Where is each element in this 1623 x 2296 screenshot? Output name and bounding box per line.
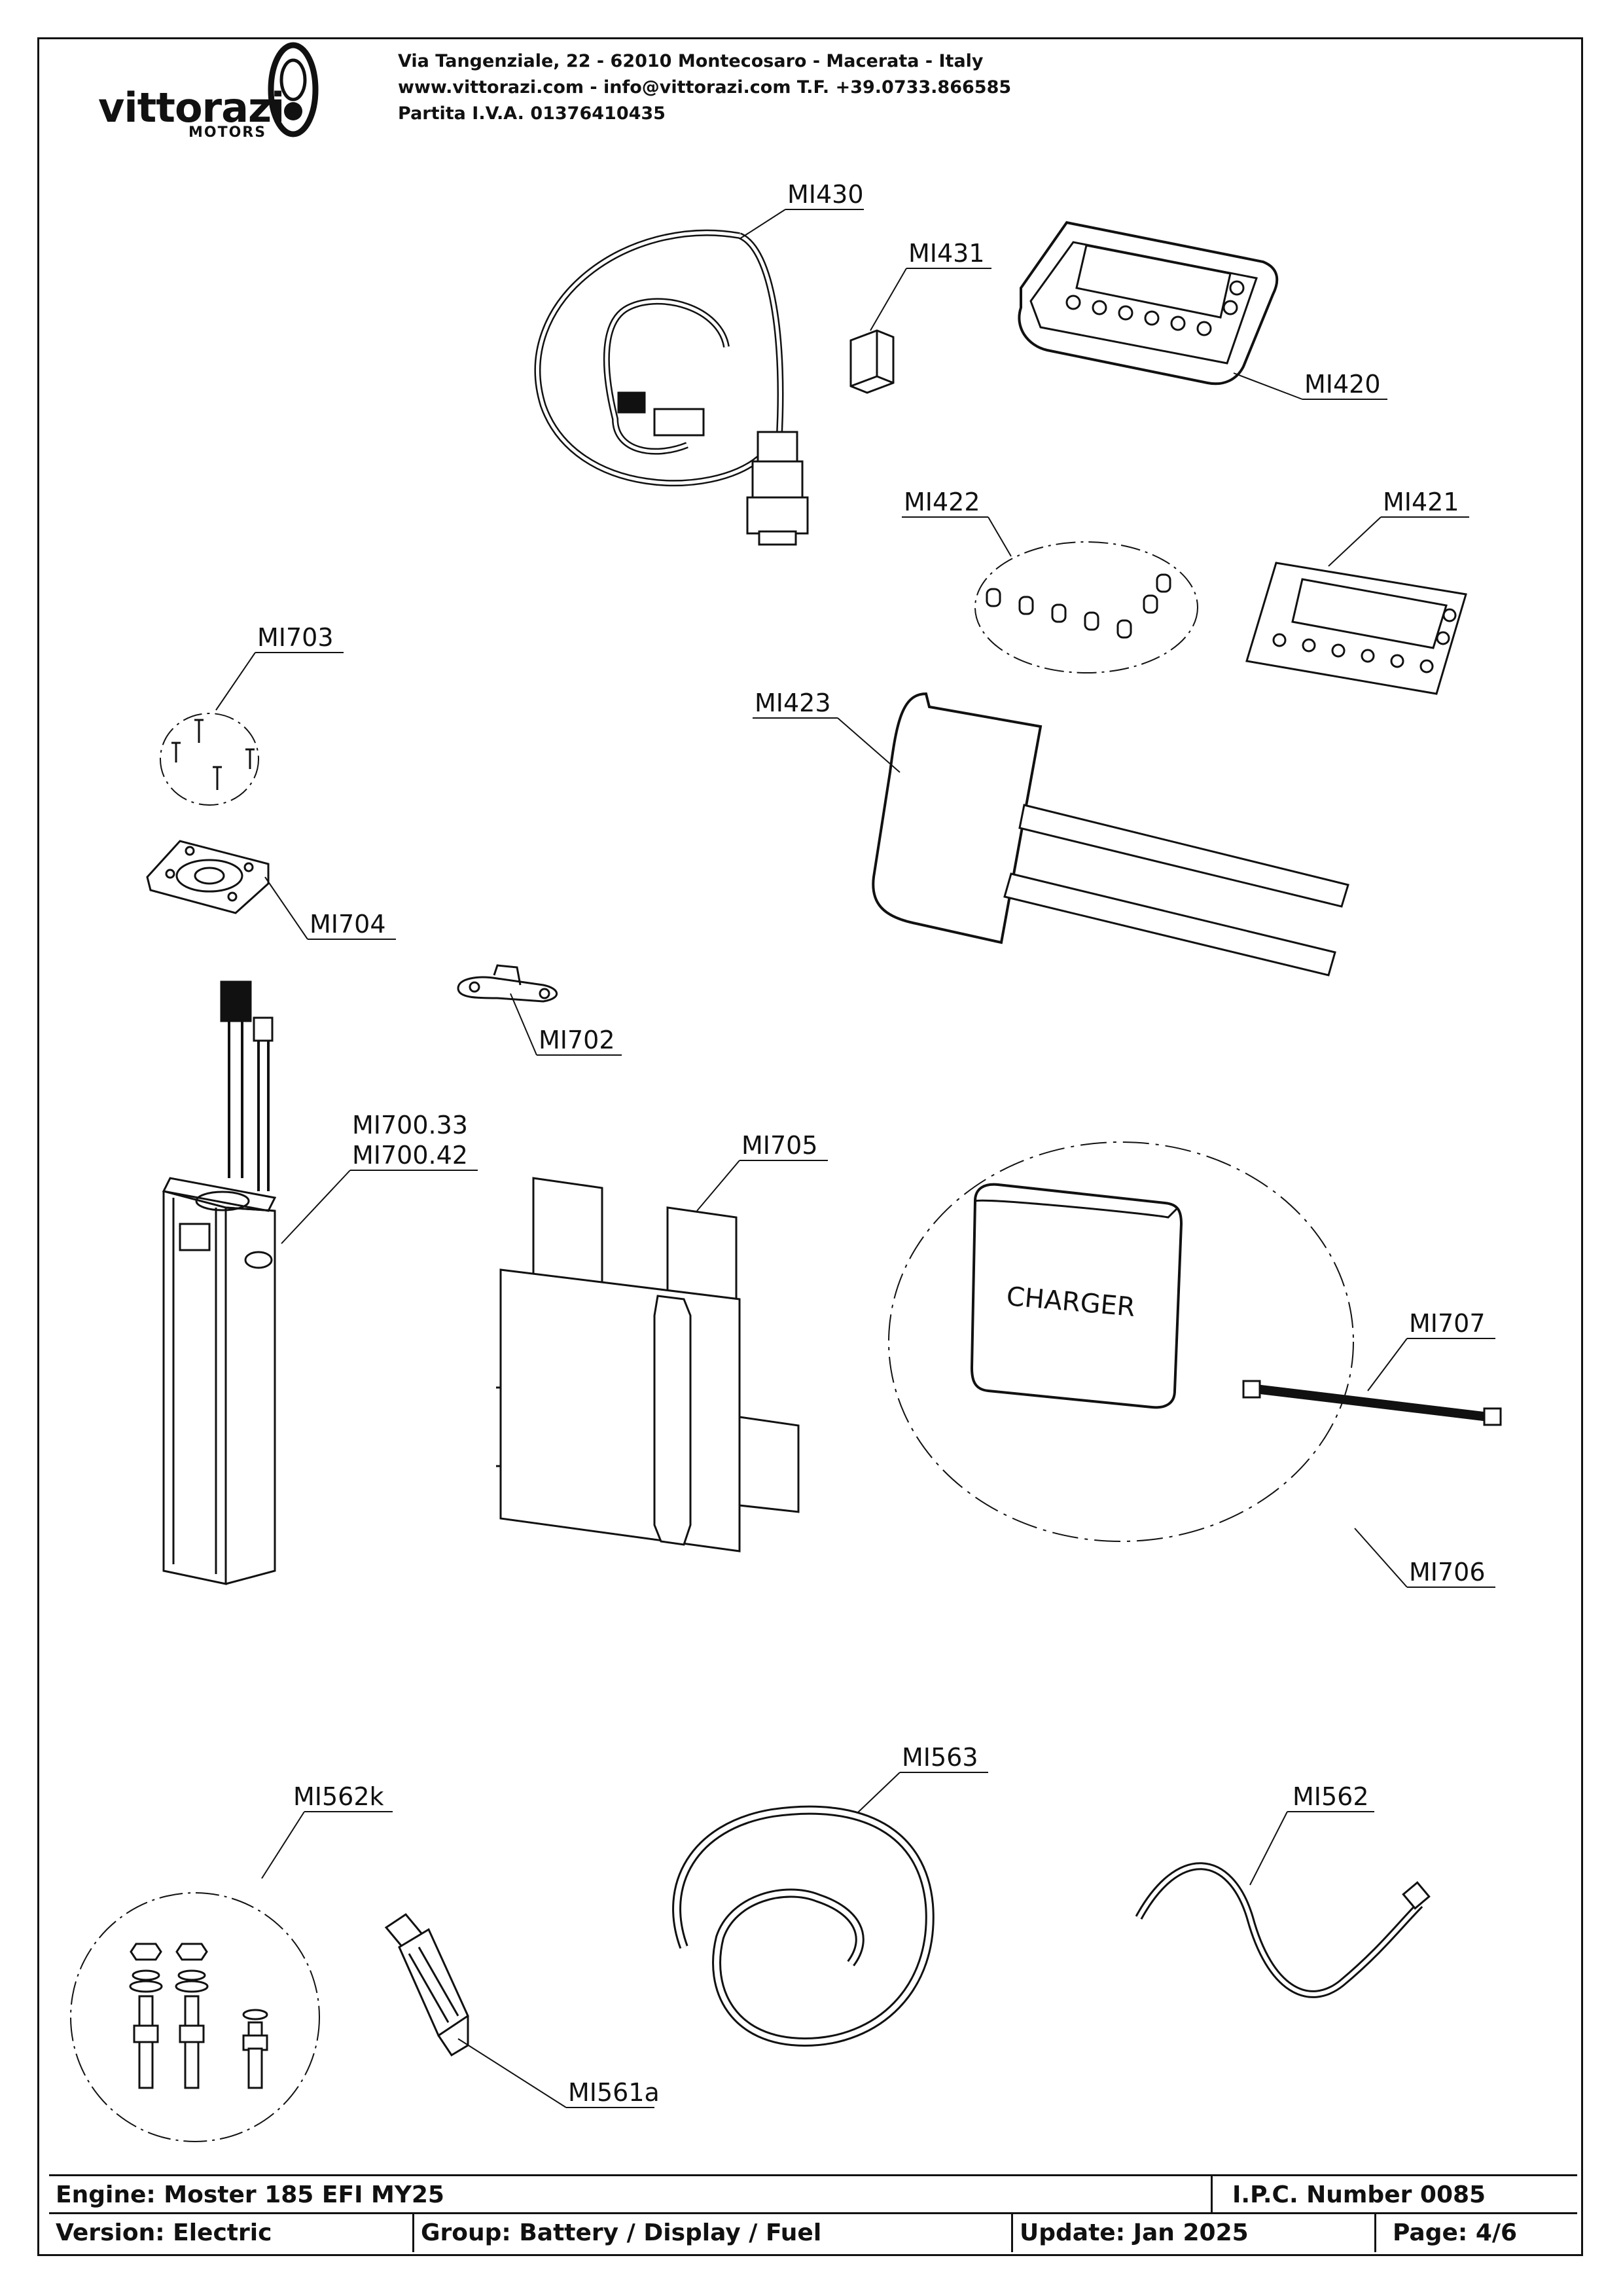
version-field: Version: Electric (56, 2219, 272, 2246)
page-header: vittorazi MOTORS Via Tangenziale, 22 - 6… (98, 41, 1080, 141)
engine-field: Engine: Moster 185 EFI MY25 (56, 2181, 444, 2208)
mi430-cable-illustration (534, 229, 809, 546)
brand-logo-icon (268, 42, 319, 137)
label-mi431: MI431 (908, 239, 985, 268)
label-mi707: MI707 (1409, 1309, 1486, 1338)
mi422-buttons-illustration (974, 541, 1198, 673)
label-mi706: MI706 (1409, 1558, 1486, 1587)
mi421-overlay-illustration (1245, 562, 1467, 695)
title-block-row-1: Engine: Moster 185 EFI MY25 I.P.C. Numbe… (49, 2174, 1577, 2214)
mi704-plate-illustration (146, 840, 270, 914)
page-number-field: Page: 4/6 (1374, 2214, 1577, 2252)
mi431-ferrite-illustration (849, 329, 895, 394)
mi563-fuel-hose-illustration (672, 1805, 935, 2047)
mi702-clip-illustration (457, 964, 558, 1003)
label-mi423: MI423 (755, 689, 831, 717)
mi706-charger-group-illustration (888, 1141, 1502, 1542)
label-mi562: MI562 (1293, 1782, 1369, 1811)
address-line-2: www.vittorazi.com - info@vittorazi.com T… (398, 77, 1012, 98)
mi420-display-illustration (1018, 221, 1279, 386)
mi561a-filter-illustration (384, 1913, 469, 2057)
label-mi422: MI422 (904, 488, 980, 516)
brand-logo-text: vittorazi (98, 84, 285, 132)
mi562k-fitting-kit-illustration (70, 1892, 320, 2142)
mi423-plug-illustration (872, 692, 1349, 977)
title-block-row-2: Version: Electric Group: Battery / Displ… (49, 2212, 1577, 2252)
label-mi703: MI703 (257, 623, 334, 652)
ipc-number-field: I.P.C. Number 0085 (1211, 2176, 1577, 2214)
label-mi430: MI430 (787, 180, 864, 209)
label-mi704: MI704 (310, 910, 386, 939)
label-mi561a: MI561a (568, 2078, 660, 2107)
label-mi562k: MI562k (293, 1782, 384, 1811)
group-field: Group: Battery / Display / Fuel (412, 2214, 1011, 2252)
label-mi702: MI702 (539, 1026, 615, 1054)
brand-logo-subtitle: MOTORS (188, 124, 267, 141)
title-block: Engine: Moster 185 EFI MY25 I.P.C. Numbe… (49, 2174, 1577, 2252)
mi562-fuel-line-illustration (1135, 1862, 1431, 1998)
label-mi705: MI705 (741, 1131, 818, 1160)
update-field: Update: Jan 2025 (1011, 2214, 1374, 2252)
mi705-insulation-illustration (496, 1177, 800, 1552)
label-mi700-33: MI700.33 (352, 1111, 468, 1139)
label-mi700-42: MI700.42 (352, 1141, 468, 1170)
mi700-battery-illustration (162, 980, 277, 1585)
label-mi563: MI563 (902, 1743, 978, 1772)
leader-lines (215, 209, 1495, 2108)
page-frame (37, 37, 1583, 2256)
label-mi420: MI420 (1304, 370, 1381, 399)
mi703-screws-illustration (160, 713, 259, 806)
label-mi421: MI421 (1383, 488, 1459, 516)
address-line-3: Partita I.V.A. 01376410435 (398, 103, 666, 124)
address-line-1: Via Tangenziale, 22 - 62010 Montecosaro … (398, 51, 984, 71)
